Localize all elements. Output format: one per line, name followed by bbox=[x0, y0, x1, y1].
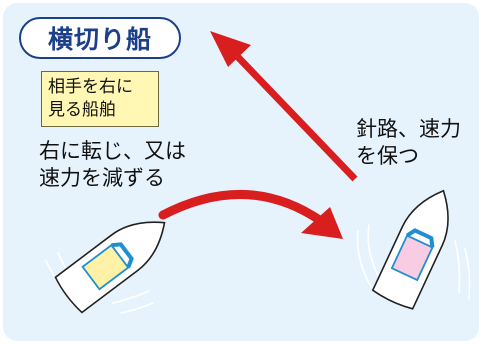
give-way-caption-line-1: 右に転じ、又は bbox=[39, 139, 186, 163]
stand-on-caption: 針路、速力 を保つ bbox=[356, 116, 461, 170]
stand-on-caption-line-2: を保つ bbox=[356, 144, 419, 168]
note-line-1: 相手を右に bbox=[48, 77, 133, 97]
note-box: 相手を右に 見る船舶 bbox=[41, 71, 159, 127]
note-line-2: 見る船舶 bbox=[48, 100, 116, 120]
left-boat bbox=[54, 221, 166, 314]
course-arrow bbox=[210, 31, 358, 182]
stand-on-caption-line-1: 針路、速力 bbox=[356, 117, 461, 141]
diagram-title: 横切り船 bbox=[19, 17, 181, 59]
right-boat bbox=[371, 189, 449, 310]
turn-arrow bbox=[158, 190, 343, 239]
diagram-artwork bbox=[45, 31, 471, 314]
give-way-caption-line-2: 速力を減ずる bbox=[39, 166, 165, 190]
give-way-caption: 右に転じ、又は 速力を減ずる bbox=[39, 138, 186, 192]
diagram-panel: 横切り船 相手を右に 見る船舶 右に転じ、又は 速力を減ずる 針路、速力 を保つ bbox=[3, 3, 479, 341]
